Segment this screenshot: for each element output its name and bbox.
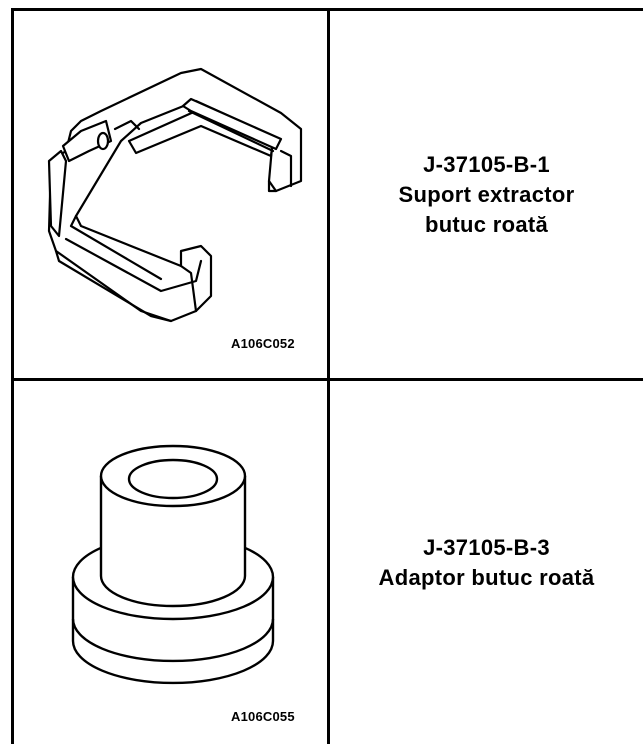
description-line: butuc roată bbox=[424, 211, 549, 237]
figure-code: A106C052 bbox=[231, 336, 295, 351]
table-column-divider bbox=[327, 8, 330, 744]
hub-puller-bracket-icon bbox=[47, 67, 303, 323]
figure-code: A106C055 bbox=[231, 709, 295, 724]
table-border-left bbox=[11, 8, 14, 744]
description-line: Adaptor butuc roată bbox=[378, 564, 595, 590]
part-number: J-37105-B-3 bbox=[423, 534, 550, 560]
tool-illustration-cell: A106C052 bbox=[11, 11, 328, 378]
tool-description-cell: J-37105-B-1 Suport extractor butuc roată bbox=[330, 11, 643, 378]
description-line: Suport extractor bbox=[398, 181, 575, 207]
table-row-divider bbox=[11, 378, 643, 381]
hub-adapter-icon bbox=[71, 444, 275, 685]
part-number: J-37105-B-1 bbox=[423, 151, 550, 177]
tool-illustration-cell: A106C055 bbox=[11, 381, 328, 744]
tool-description-cell: J-37105-B-3 Adaptor butuc roată bbox=[330, 381, 643, 744]
